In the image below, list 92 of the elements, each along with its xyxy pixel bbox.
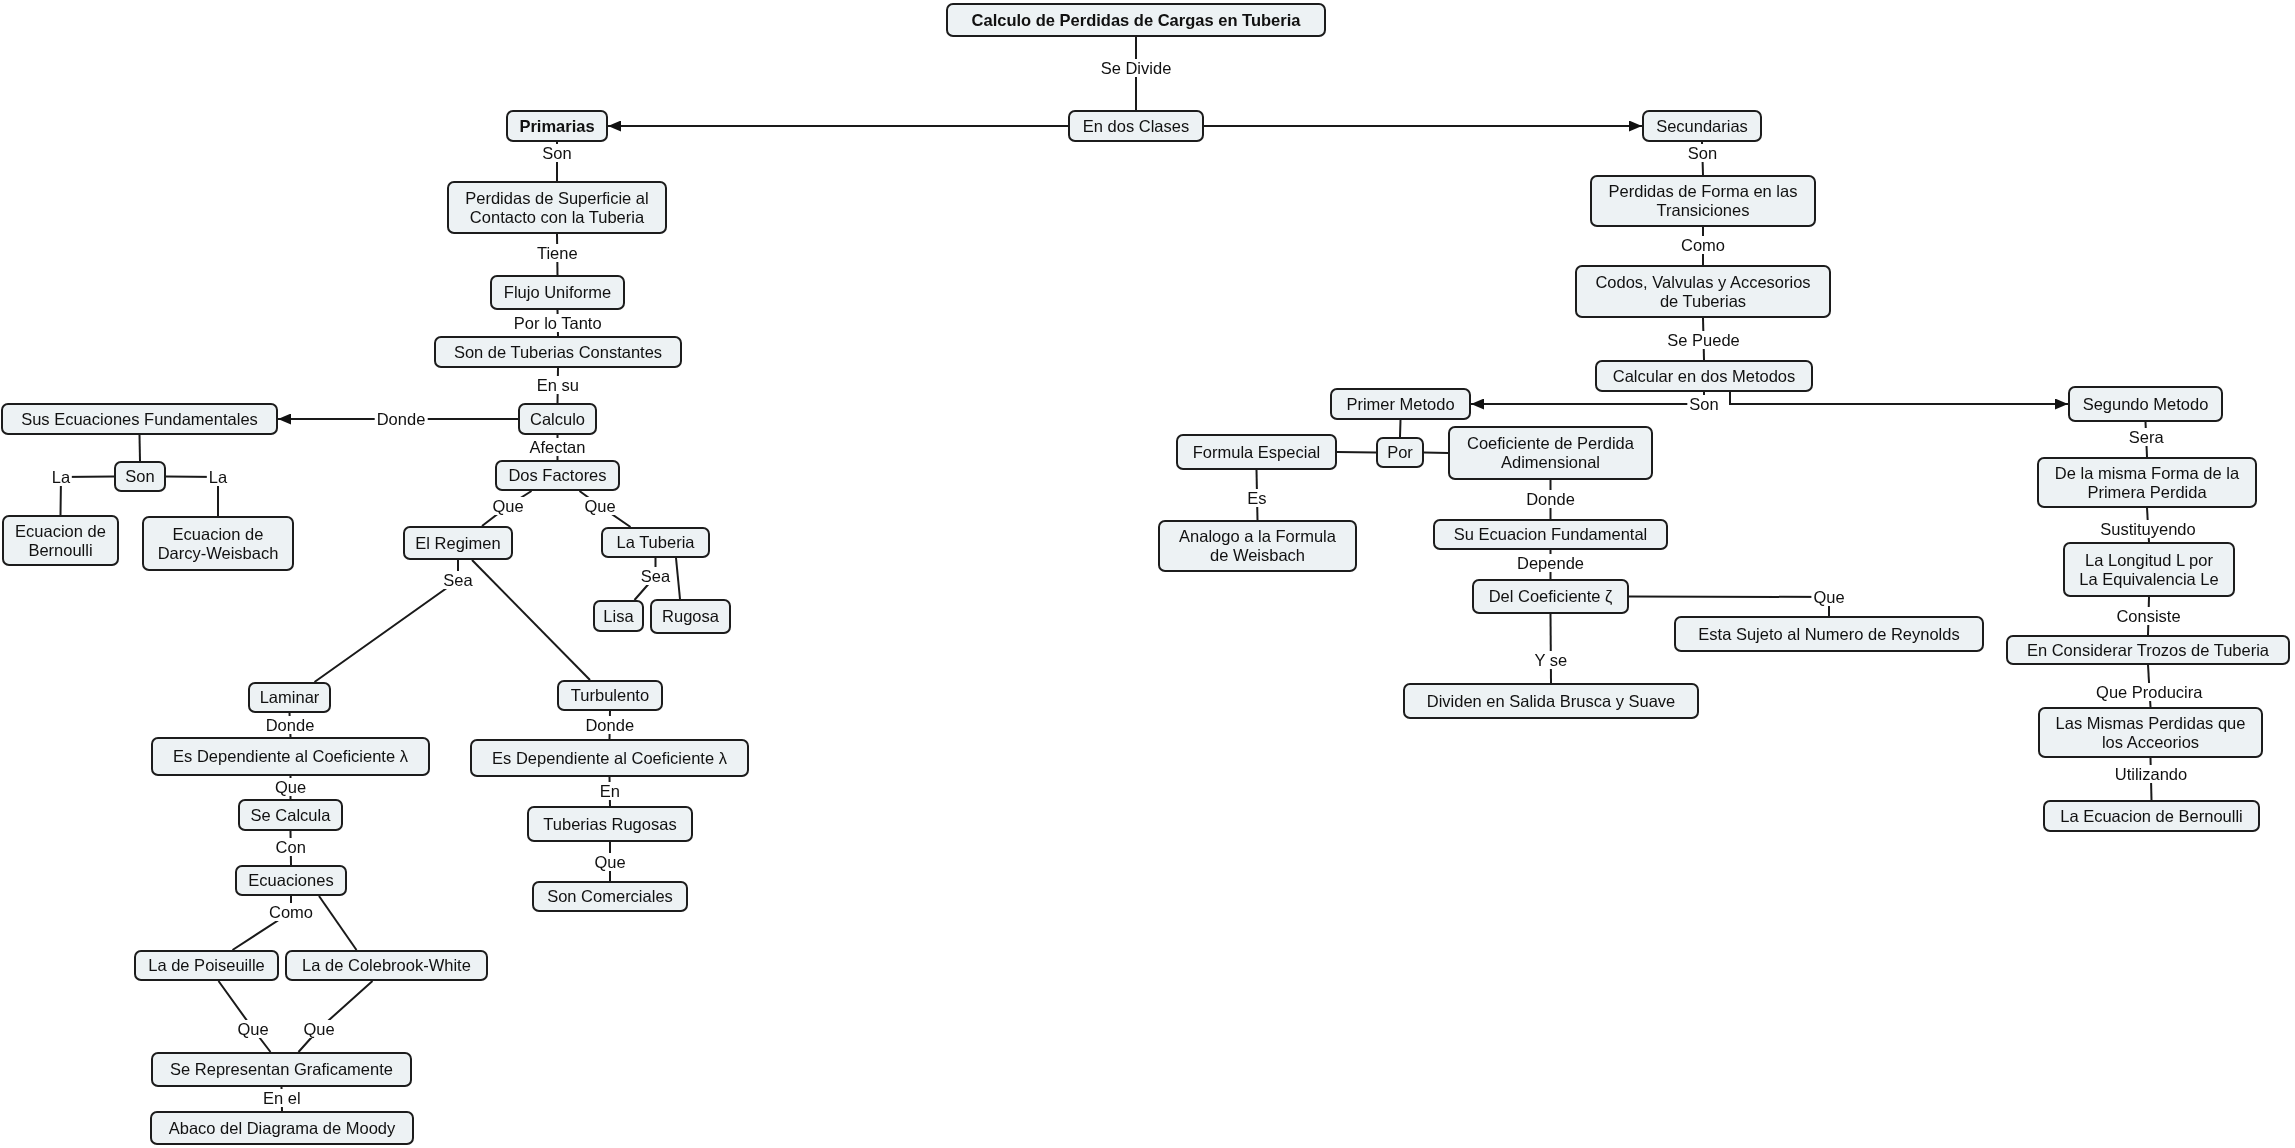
concept-box: Perdidas de Forma en las Transiciones xyxy=(1590,175,1816,227)
link-label: Donde xyxy=(583,716,637,734)
concept-box: Dividen en Salida Brusca y Suave xyxy=(1403,683,1699,719)
link-label: Que xyxy=(592,853,628,871)
connector-line xyxy=(318,895,358,951)
arrow xyxy=(1729,391,2069,410)
concept-box: Sus Ecuaciones Fundamentales xyxy=(1,403,278,435)
link-label: Afectan xyxy=(527,438,588,456)
concept-box: Laminar xyxy=(248,682,331,713)
concept-box: Ecuacion de Darcy-Weisbach xyxy=(142,516,294,571)
concept-box: Formula Especial xyxy=(1176,434,1337,470)
connector-line xyxy=(59,475,115,516)
link-label: Se Puede xyxy=(1665,331,1742,349)
concept-box: Calculo xyxy=(518,403,597,435)
concept-box: Por xyxy=(1376,437,1424,468)
concept-box: Coeficiente de Perdida Adimensional xyxy=(1448,426,1653,480)
concept-box: Abaco del Diagrama de Moody xyxy=(150,1111,414,1145)
concept-box: Dos Factores xyxy=(495,460,620,491)
concept-box: Segundo Metodo xyxy=(2068,386,2223,422)
concept-box: Primarias xyxy=(506,110,608,142)
link-label: Sea xyxy=(638,567,673,585)
link-label: Donde xyxy=(374,410,428,428)
link-label: Depende xyxy=(1515,554,1586,572)
concept-box: Primer Metodo xyxy=(1330,388,1471,420)
concept-box: Turbulento xyxy=(557,680,663,711)
connector-line xyxy=(313,559,459,683)
concept-box: Ecuacion de Bernoulli xyxy=(2,515,119,566)
concept-box: La de Poiseuille xyxy=(134,950,279,981)
link-label: Que xyxy=(235,1020,271,1038)
concept-box: Lisa xyxy=(593,600,644,632)
concept-box: Esta Sujeto al Numero de Reynolds xyxy=(1674,616,1984,652)
concept-box: Las Mismas Perdidas que los Acceorios xyxy=(2038,707,2263,758)
concept-box: Su Ecuacion Fundamental xyxy=(1433,519,1668,550)
concept-box: Es Dependiente al Coeficiente λ xyxy=(470,739,749,777)
concept-box: Rugosa xyxy=(650,599,731,634)
concept-box: En dos Clases xyxy=(1068,110,1204,142)
concept-box: Son de Tuberias Constantes xyxy=(434,336,682,368)
concept-box: Codos, Valvulas y Accesorios de Tuberias xyxy=(1575,265,1831,318)
arrow xyxy=(1203,120,1643,132)
connector-line xyxy=(1399,419,1402,438)
concept-box: Son Comerciales xyxy=(532,881,688,912)
concept-box: El Regimen xyxy=(403,526,513,560)
link-label: Que xyxy=(301,1020,337,1038)
link-label: Es xyxy=(1245,489,1269,507)
concept-box: Calcular en dos Metodos xyxy=(1595,360,1813,392)
link-label: Son xyxy=(1687,395,1721,413)
link-label: Donde xyxy=(1524,490,1577,508)
link-label: Sera xyxy=(2126,428,2166,446)
concept-box: Ecuaciones xyxy=(235,865,347,896)
concept-box: Flujo Uniforme xyxy=(490,275,625,310)
link-label: Sustituyendo xyxy=(2098,520,2198,538)
concept-box: La de Colebrook-White xyxy=(285,950,488,981)
concept-box: Se Calcula xyxy=(238,799,343,831)
link-label: Son xyxy=(540,144,574,162)
link-label: Se Divide xyxy=(1098,59,1174,77)
connector-line xyxy=(471,559,591,681)
concept-box: Secundarias xyxy=(1642,110,1762,142)
connector-line xyxy=(1423,451,1449,454)
link-label: Son xyxy=(1685,144,1720,162)
concept-box: Analogo a la Formula de Weisbach xyxy=(1158,520,1357,572)
link-label: Consiste xyxy=(2114,607,2183,625)
concept-box: Calculo de Perdidas de Cargas en Tuberia xyxy=(946,3,1326,37)
concept-box: La Longitud L por La Equivalencia Le xyxy=(2063,542,2235,597)
concept-box: Del Coeficiente ζ xyxy=(1472,579,1629,614)
link-label: La xyxy=(206,468,230,486)
connector-line xyxy=(165,475,219,517)
link-label: Y se xyxy=(1532,651,1570,669)
link-label: Con xyxy=(273,838,308,856)
arrow xyxy=(1470,391,1705,410)
concept-box: La Ecuacion de Bernoulli xyxy=(2043,800,2260,832)
concept-box: Tuberias Rugosas xyxy=(527,806,693,842)
concept-box: La Tuberia xyxy=(601,527,710,558)
concept-box: Es Dependiente al Coeficiente λ xyxy=(151,737,430,776)
link-label: Que xyxy=(272,778,309,796)
concept-box: De la misma Forma de la Primera Perdida xyxy=(2037,457,2257,508)
concept-box: Se Representan Graficamente xyxy=(151,1052,412,1087)
link-label: Que xyxy=(582,497,618,515)
concept-box: Son xyxy=(114,461,166,492)
link-label: Como xyxy=(1679,236,1727,254)
concept-box: Perdidas de Superficie al Contacto con la Tuberia xyxy=(447,181,667,234)
link-label: Sea xyxy=(441,571,475,589)
link-label: Como xyxy=(267,903,315,921)
link-label: Que Producira xyxy=(2094,683,2205,701)
connector-line xyxy=(675,557,681,600)
connector-line xyxy=(1336,451,1377,454)
concept-box: En Considerar Trozos de Tuberia xyxy=(2006,635,2290,665)
link-label: Que xyxy=(1811,588,1847,606)
connector-line xyxy=(138,434,141,462)
link-label: Que xyxy=(490,497,526,515)
connector-line xyxy=(1628,595,1830,617)
link-label: Tiene xyxy=(534,244,580,262)
arrow xyxy=(607,120,1069,132)
